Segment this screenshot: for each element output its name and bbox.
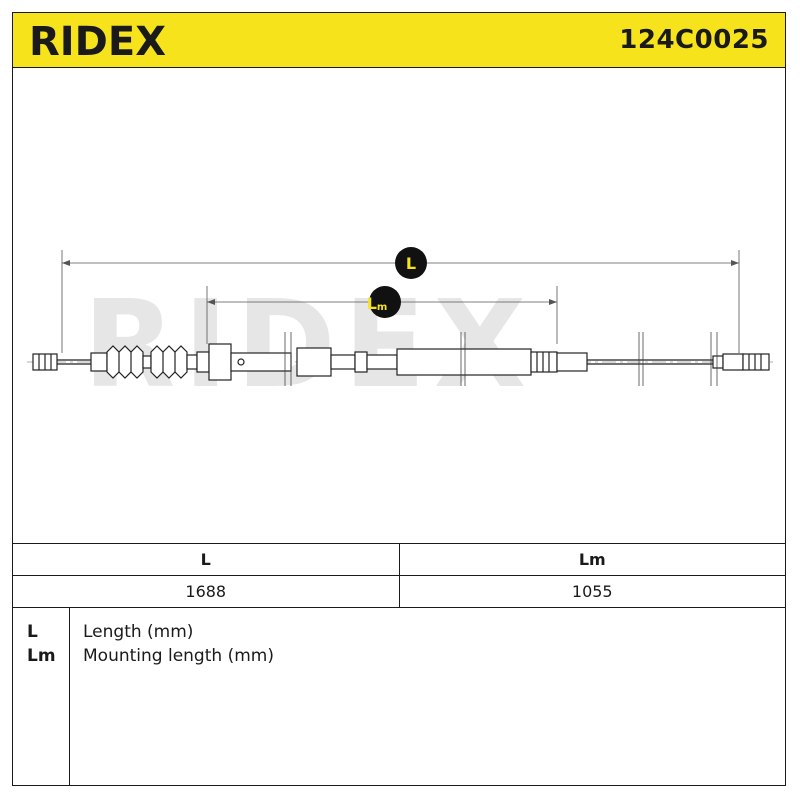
legend-key-L: L xyxy=(27,622,38,642)
table-row: 1688 1055 xyxy=(13,575,785,607)
extension-lines xyxy=(61,250,740,353)
column-header-L: L xyxy=(200,550,211,569)
legend-desc-Lm: Mounting length (mm) xyxy=(83,646,274,666)
legend-key-Lm: Lm xyxy=(27,646,56,666)
dimension-table: L Lm 1688 1055 xyxy=(13,543,785,607)
value-L: 1688 xyxy=(185,582,227,601)
watermark-text: RIDEX xyxy=(83,276,534,415)
dimension-Lm-marker xyxy=(369,286,401,318)
dimension-Lm: Lm xyxy=(207,286,557,318)
part-number: 124C0025 xyxy=(619,25,769,55)
dimension-L-marker xyxy=(395,247,427,279)
cable-drawing: RIDEX L Lm xyxy=(13,68,785,543)
svg-text:Lm: Lm xyxy=(367,294,388,313)
svg-text:RIDEX: RIDEX xyxy=(29,21,166,61)
marker-lines xyxy=(284,332,718,386)
svg-text:L: L xyxy=(406,254,416,273)
product-sheet: RIDEX 124C0025 RIDEX L xyxy=(12,12,786,786)
legend: L Length (mm) Lm Mounting length (mm) xyxy=(13,607,785,787)
table-header-row: L Lm xyxy=(13,543,785,575)
dimension-L: L xyxy=(62,247,739,279)
brand-logo: RIDEX xyxy=(29,21,166,61)
legend-key-column xyxy=(13,608,70,786)
header-bar: RIDEX 124C0025 xyxy=(13,13,785,68)
value-Lm: 1055 xyxy=(398,576,786,607)
cable-parts xyxy=(32,343,770,381)
column-header-Lm: Lm xyxy=(398,544,786,575)
cable-diagram: RIDEX L Lm xyxy=(27,247,775,415)
legend-desc-L: Length (mm) xyxy=(83,622,194,642)
